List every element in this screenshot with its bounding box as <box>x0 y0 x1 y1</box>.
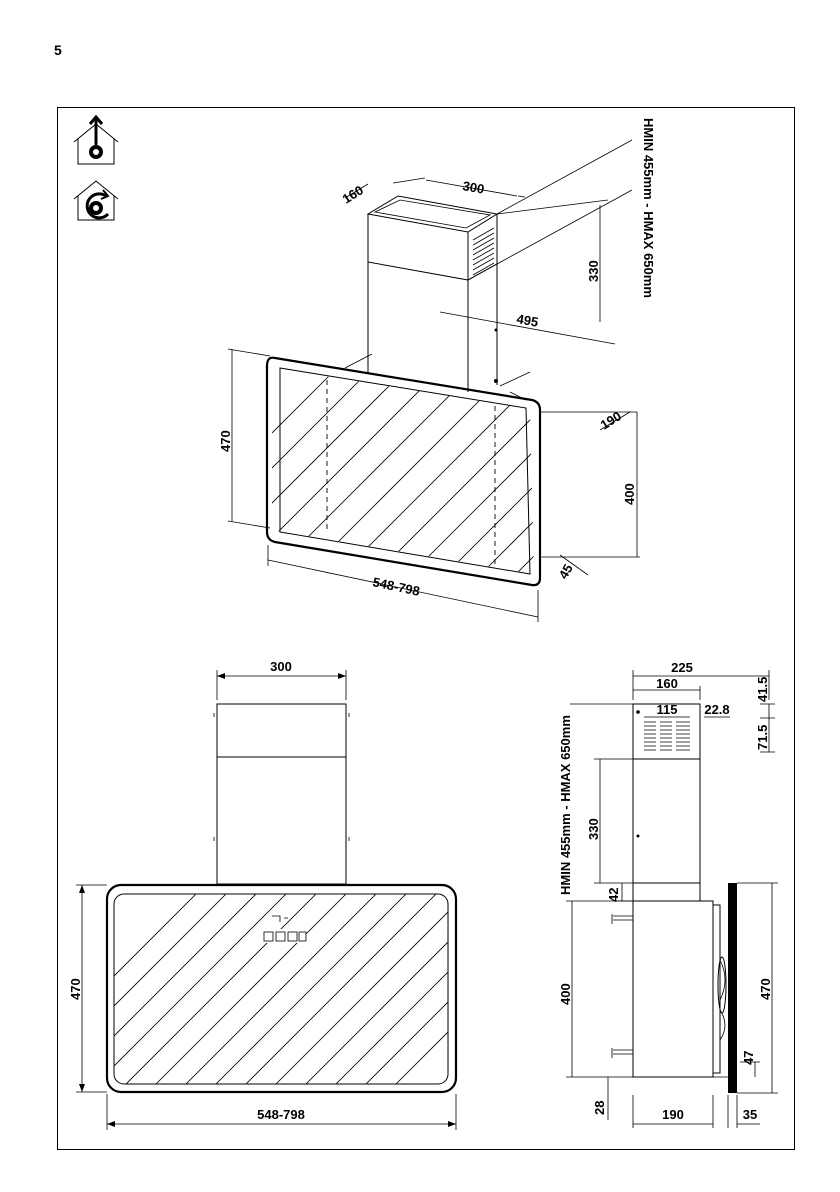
side-top-gap-label: 41.5 <box>755 677 770 702</box>
front-view: 300 470 548-798 <box>0 659 610 1130</box>
side-panel-bottom-label: 47 <box>741 1051 756 1065</box>
side-lower-gap-label: 42 <box>606 888 621 902</box>
front-chimney-width-label: 300 <box>270 659 292 674</box>
side-h-range-label: HMIN 455mm - HMAX 650mm <box>558 715 573 895</box>
front-panel-height-label: 470 <box>68 978 83 1000</box>
iso-chimney-width-label: 300 <box>461 178 485 197</box>
iso-h-range-label: HMIN 455mm - HMAX 650mm <box>641 118 656 298</box>
side-vent-height-label: 71.5 <box>755 725 770 750</box>
side-top-width-label: 225 <box>671 660 693 675</box>
iso-chimney-depth-label: 160 <box>340 182 366 206</box>
side-chimney-height-label: 330 <box>586 818 601 840</box>
side-panel-thickness-label: 35 <box>743 1107 757 1122</box>
iso-panel-height-label: 470 <box>218 430 233 452</box>
iso-bracket-width-label: 495 <box>515 311 539 330</box>
side-vent-width-label: 115 <box>657 702 678 717</box>
side-bottom-offset-label: 28 <box>592 1101 607 1115</box>
isometric-view: 160 300 330 495 470 190 400 45 548-798 H… <box>150 118 720 622</box>
side-chimney-depth-label: 160 <box>656 676 678 691</box>
side-panel-height-label: 470 <box>758 978 773 1000</box>
side-bottom-depth-label: 190 <box>662 1107 684 1122</box>
ducted-mode-icon <box>74 117 118 164</box>
iso-hood-height-label: 400 <box>622 483 637 505</box>
recirculation-mode-icon <box>74 181 118 220</box>
front-glass-panel <box>0 870 610 1092</box>
side-vent-grille <box>644 722 690 750</box>
iso-glass-panel <box>150 315 720 610</box>
iso-chimney-height-label: 330 <box>586 260 601 282</box>
side-hood-height-label: 400 <box>558 983 573 1005</box>
front-total-width-label: 548-798 <box>257 1107 305 1122</box>
iso-total-width-label: 548-798 <box>371 574 421 599</box>
side-view: 225 160 115 22.8 41.5 71.5 330 42 400 47… <box>558 660 778 1128</box>
side-vent-offset-label: 22.8 <box>704 702 729 717</box>
